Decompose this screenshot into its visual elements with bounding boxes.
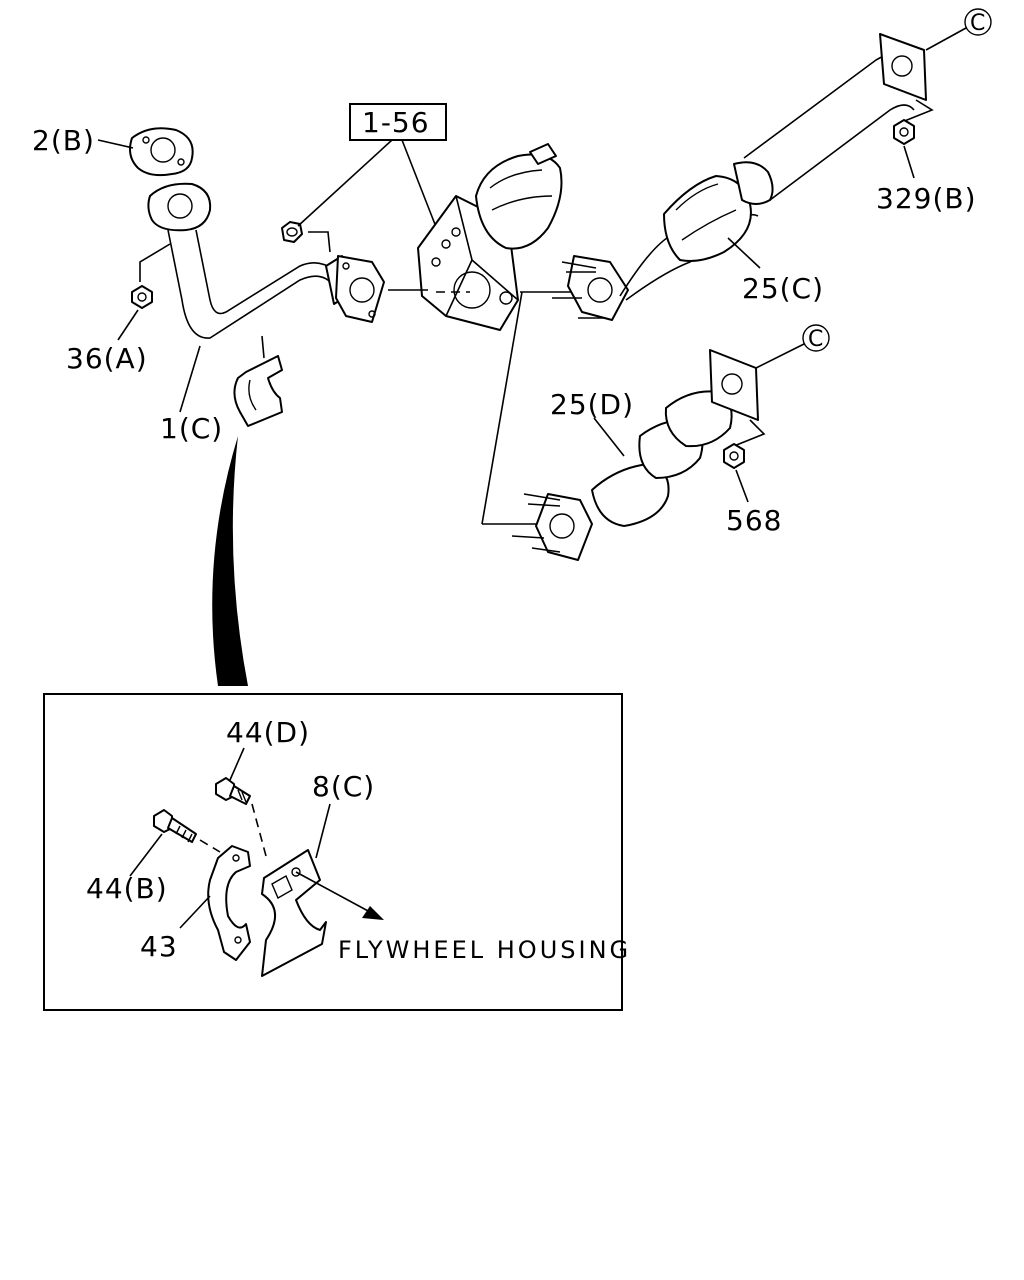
label-1-56: 1-56 <box>362 106 430 139</box>
circle-c-top <box>964 8 992 36</box>
bracket-8c <box>261 849 327 977</box>
leader-nut-36a-upper <box>139 243 171 282</box>
leader-2b <box>97 139 134 149</box>
arrow-line <box>295 871 371 913</box>
leader-25c <box>727 237 761 269</box>
circle-c-mid-label: C <box>808 327 823 352</box>
label-25d: 25(D) <box>550 388 634 421</box>
leader-44d <box>229 747 245 781</box>
bolt-44d-path <box>251 803 267 857</box>
leader-329b <box>903 145 915 179</box>
bolt-44b <box>153 809 197 843</box>
leader-c-mid <box>755 343 805 369</box>
leader-43 <box>179 895 211 929</box>
leader-nut-329b-upper <box>901 99 934 123</box>
label-8c: 8(C) <box>312 770 375 803</box>
ref-box-1-56 <box>349 103 447 141</box>
bolt-44d <box>215 777 251 805</box>
label-44d: 44(D) <box>226 716 310 749</box>
detail-box <box>43 693 623 1011</box>
leader-44b <box>129 833 163 877</box>
detail-pointer <box>212 436 248 686</box>
label-36a: 36(A) <box>66 342 148 375</box>
pipe-25d <box>511 349 759 561</box>
leader-36a <box>117 309 139 341</box>
pipe-25c <box>552 33 927 321</box>
bolt-1-56 <box>281 221 303 243</box>
leader-1-56-a <box>297 139 393 227</box>
label-43: 43 <box>140 930 178 963</box>
flywheel-housing-note: FLYWHEEL HOUSING <box>338 936 631 964</box>
label-329b: 329(B) <box>876 182 977 215</box>
leader-nut-568-upper <box>733 419 766 447</box>
exhaust-valve-unit <box>417 143 563 331</box>
nut-329b <box>893 119 915 145</box>
leader-1c <box>179 345 201 413</box>
front-pipe-1c <box>147 182 385 339</box>
pipe-clamp <box>233 335 283 427</box>
leader-1-56-b <box>401 139 439 233</box>
label-568: 568 <box>726 504 782 537</box>
arrow-head <box>362 906 384 920</box>
label-44b: 44(B) <box>86 872 168 905</box>
conn-25c-25d-a <box>481 291 523 525</box>
circle-c-mid <box>802 324 830 352</box>
leader-8c <box>315 803 331 859</box>
leader-568 <box>735 469 749 503</box>
label-25c: 25(C) <box>742 272 824 305</box>
gasket-2b <box>129 127 194 177</box>
label-1c: 1(C) <box>160 412 223 445</box>
leader-25d <box>593 417 625 457</box>
nut-568 <box>723 443 745 469</box>
bolt-44b-path <box>199 839 221 853</box>
nut-36a <box>131 285 153 309</box>
clamp-43 <box>207 845 251 961</box>
leader-c-top <box>925 27 967 51</box>
circle-c-top-label: C <box>970 11 985 36</box>
leader-bolt <box>308 231 331 253</box>
label-2b: 2(B) <box>32 124 95 157</box>
